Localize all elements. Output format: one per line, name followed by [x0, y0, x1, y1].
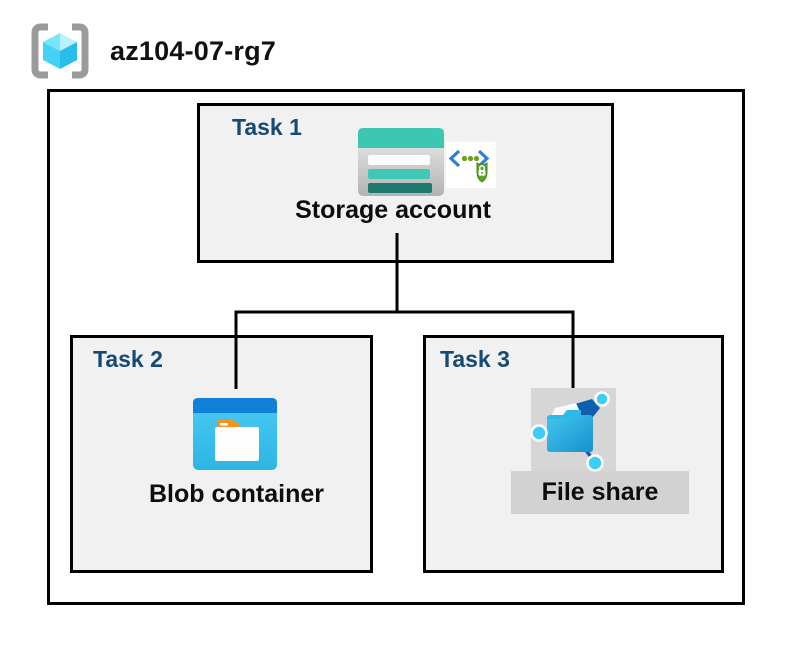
blob-container-icon	[193, 398, 277, 470]
task3-label: Task 3	[440, 346, 510, 372]
task3-box: Task 3 File share	[423, 335, 724, 573]
task2-label: Task 2	[93, 346, 163, 372]
secure-endpoint-icon	[446, 142, 496, 188]
file-share-icon	[530, 391, 610, 472]
resource-group-header: az104-07-rg7	[28, 20, 276, 82]
task3-resource-label: File share	[541, 478, 659, 506]
task1-box: Task 1 Storage account	[197, 103, 614, 263]
fileshare-label-highlight	[511, 471, 689, 514]
resource-group-name: az104-07-rg7	[110, 35, 276, 66]
task2-box: Task 2 Blob container	[70, 335, 373, 573]
resource-group-icon	[31, 23, 89, 79]
storage-account-icon	[358, 128, 444, 196]
task1-resource-label: Storage account	[295, 196, 491, 224]
task1-label: Task 1	[232, 114, 302, 140]
task2-resource-label: Blob container	[148, 480, 324, 508]
